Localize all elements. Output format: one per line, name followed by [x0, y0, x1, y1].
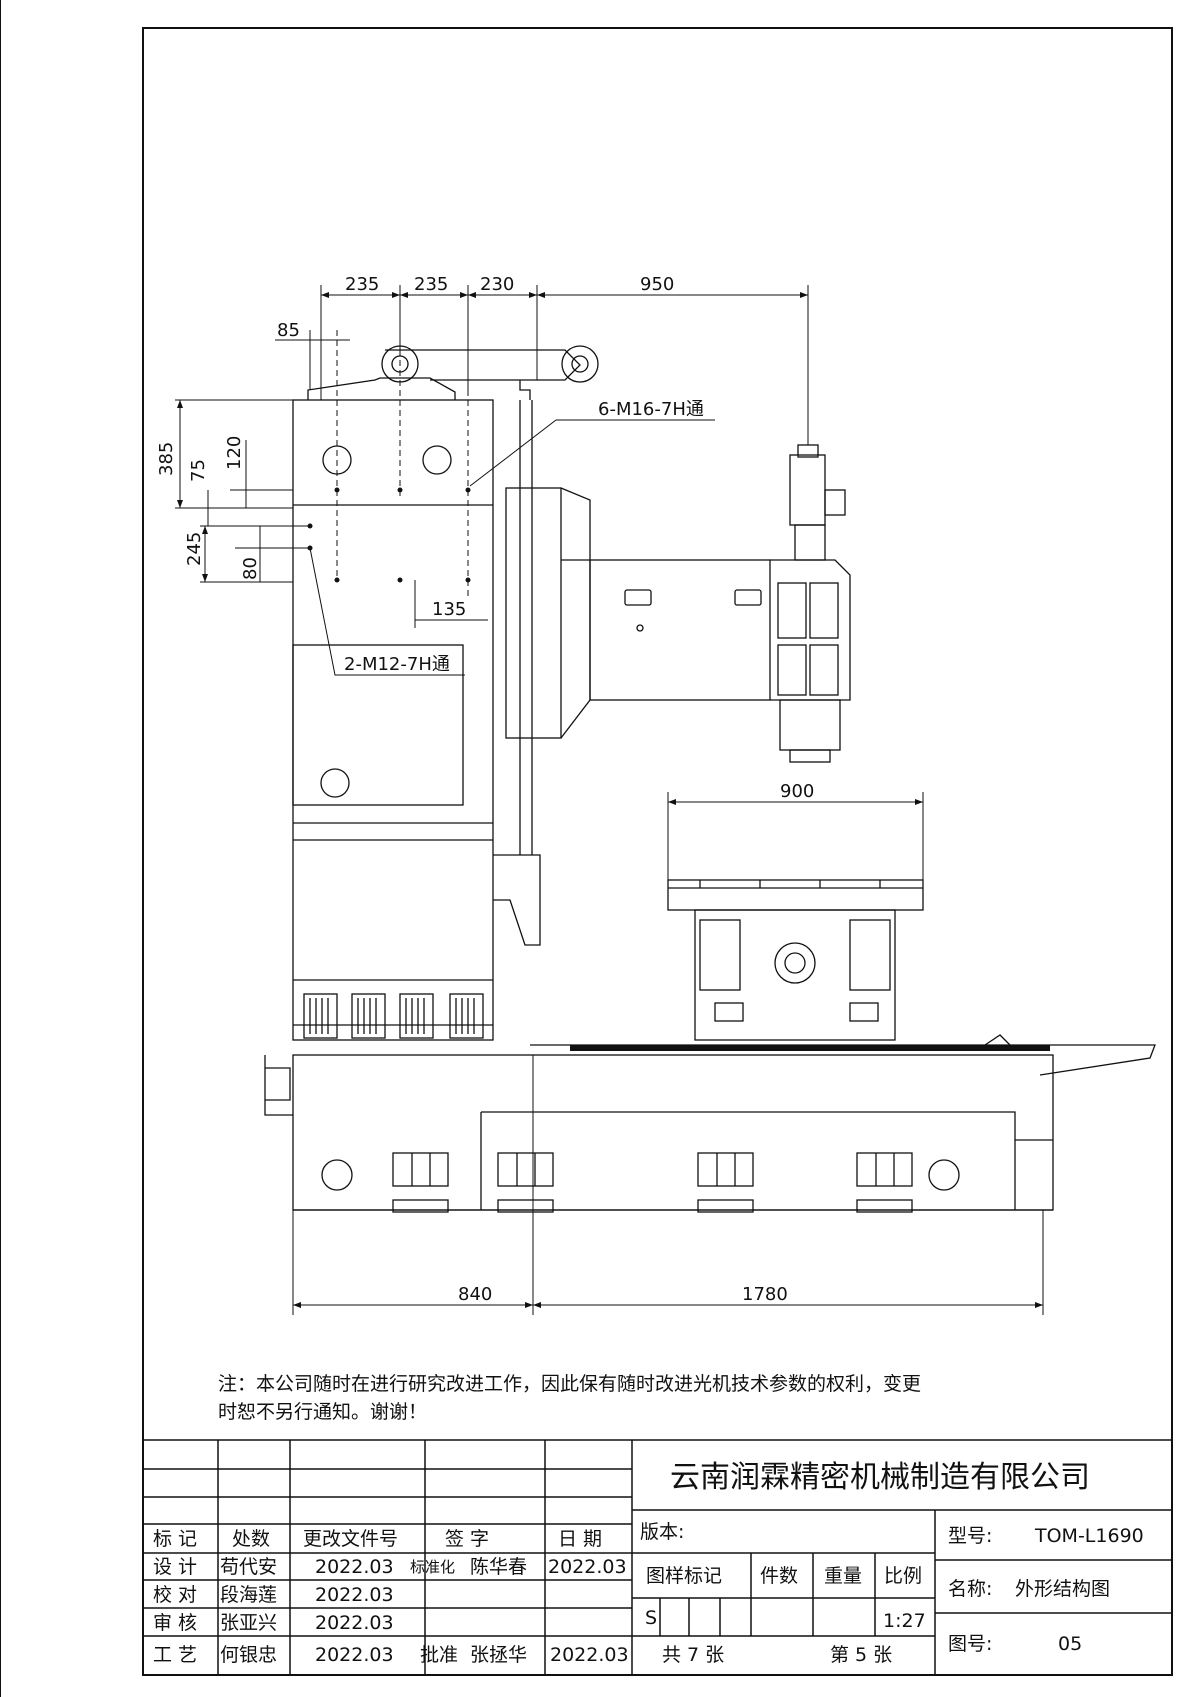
dim-135: 135: [432, 599, 466, 620]
sample-mark-label: 图样标记: [646, 1565, 722, 1587]
row-process-name: 何银忠: [220, 1644, 277, 1666]
scale-value: 1:27: [883, 1610, 926, 1632]
dim-1780: 1780: [742, 1284, 788, 1305]
pieces-label: 件数: [760, 1565, 798, 1587]
s-mark: S: [645, 1607, 657, 1629]
row-process-role: 工 艺: [153, 1644, 197, 1666]
header-count: 处数: [232, 1528, 270, 1550]
scale-label: 比例: [884, 1565, 922, 1587]
dimension-lines: [175, 285, 1044, 1315]
name-label: 名称:: [948, 1578, 992, 1600]
drawing-no-value: 05: [1058, 1633, 1082, 1655]
version-label: 版本:: [640, 1521, 684, 1543]
row-design-role: 设 计: [153, 1556, 197, 1578]
dim-900: 900: [780, 781, 814, 802]
worktable: [667, 879, 924, 911]
callout-thread-top: 6-M16-7H通: [598, 399, 704, 420]
row-design-name: 苟代安: [220, 1556, 277, 1578]
note-line-1: 注：本公司随时在进行研究改进工作，因此保有随时改进光机技术参数的权利，变更: [218, 1373, 921, 1395]
total-sheets: 共 7 张: [662, 1644, 724, 1666]
dim-230: 230: [480, 274, 514, 295]
header-signature: 签 字: [445, 1528, 489, 1550]
column-vents: [303, 993, 484, 1039]
machine-base: [292, 1054, 1054, 1211]
row-process-extra-date: 2022.03: [550, 1644, 629, 1666]
sheet-number: 第 5 张: [830, 1644, 892, 1666]
row-check-role: 校 对: [153, 1584, 197, 1606]
dimension-arrows: [177, 292, 1043, 1308]
dim-950: 950: [640, 274, 674, 295]
note-line-2: 时恕不另行通知。谢谢！: [218, 1401, 427, 1423]
dim-120: 120: [224, 436, 245, 470]
row-process-extra-name: 张拯华: [470, 1644, 527, 1666]
weight-label: 重量: [824, 1565, 862, 1587]
company-name: 云南润霖精密机械制造有限公司: [670, 1460, 1090, 1495]
dim-245: 245: [184, 532, 205, 566]
dim-235-b: 235: [414, 274, 448, 295]
hole-pattern: [336, 300, 469, 600]
row-review-date: 2022.03: [315, 1612, 394, 1634]
row-check-name: 段海莲: [220, 1584, 277, 1606]
title-block-grid: [142, 1439, 1173, 1676]
row-check-date: 2022.03: [315, 1584, 394, 1606]
callout-thread-side: 2-M12-7H通: [344, 654, 450, 675]
row-design-date: 2022.03: [315, 1556, 394, 1578]
model-value: TOM-L1690: [1034, 1525, 1144, 1547]
header-mark: 标 记: [153, 1528, 197, 1550]
dim-235-a: 235: [345, 274, 379, 295]
row-design-extra-role: 标准化: [410, 1558, 455, 1576]
dim-840: 840: [458, 1284, 492, 1305]
row-design-extra-date: 2022.03: [548, 1556, 627, 1578]
dim-385: 385: [156, 442, 177, 476]
model-label: 型号:: [948, 1525, 992, 1547]
dim-85: 85: [277, 320, 300, 341]
row-design-extra-name: 陈华春: [470, 1556, 527, 1578]
header-date: 日 期: [558, 1528, 602, 1550]
row-process-extra-role: 批准: [420, 1644, 458, 1666]
machine-outline: [264, 345, 1156, 1213]
dim-80: 80: [240, 557, 261, 580]
hole-dots: [307, 487, 471, 583]
row-review-role: 审 核: [153, 1612, 197, 1634]
row-process-date: 2022.03: [315, 1644, 394, 1666]
row-review-name: 张亚兴: [220, 1612, 277, 1634]
header-change-doc: 更改文件号: [303, 1528, 398, 1550]
name-value: 外形结构图: [1015, 1578, 1110, 1600]
drawing-no-label: 图号:: [948, 1633, 992, 1655]
dim-75: 75: [188, 459, 209, 482]
